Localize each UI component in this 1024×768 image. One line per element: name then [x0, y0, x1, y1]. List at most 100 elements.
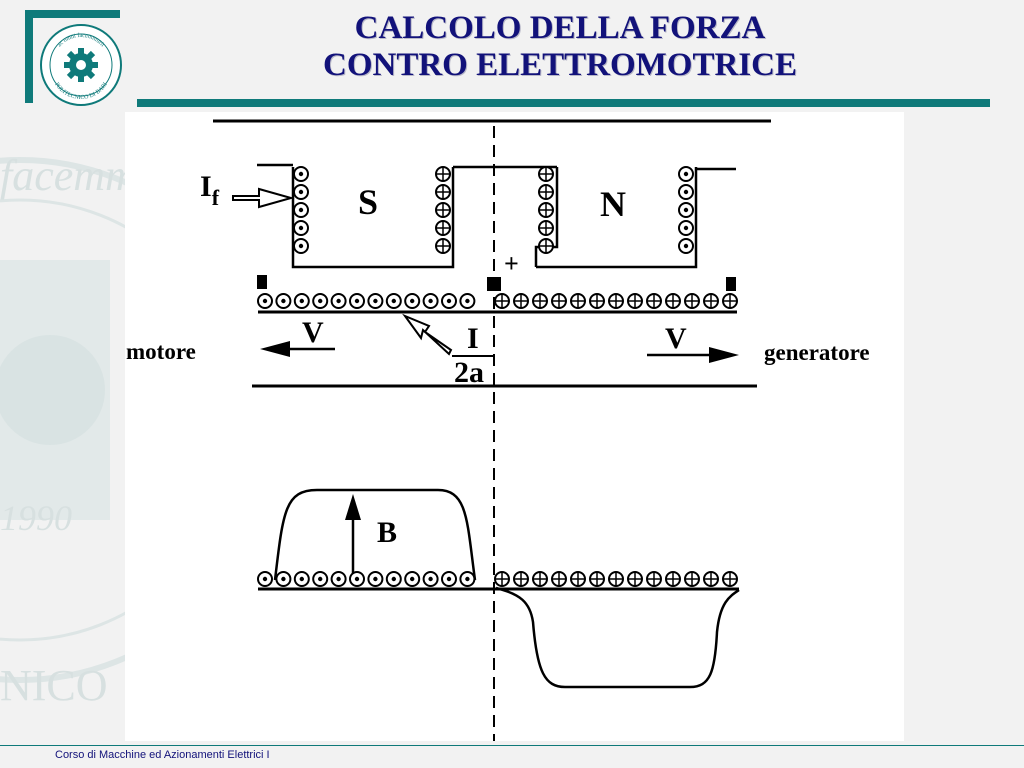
- conductor-cross-icon: [665, 293, 681, 309]
- conductor-dot-icon: [330, 293, 347, 309]
- armature-bottom-row: [257, 571, 738, 587]
- conductor-dot-icon: [293, 293, 310, 309]
- conductor-dot-icon: [385, 293, 402, 309]
- conductor-cross-icon: [532, 293, 548, 309]
- plus-sign-label: +: [504, 249, 519, 278]
- current-denominator: 2a: [454, 356, 484, 389]
- current-numerator: I: [467, 322, 479, 355]
- field-current-arrow: [232, 187, 295, 209]
- conductor-cross-icon: [722, 293, 738, 309]
- conductor-dot-icon: [404, 293, 421, 309]
- field-current-label: If: [200, 170, 220, 210]
- conductor-cross-icon: [435, 220, 451, 236]
- watermark-year: 1990: [0, 498, 72, 538]
- conductor-dot-icon: [293, 202, 309, 218]
- armature-top-row: [257, 293, 738, 309]
- conductor-cross-icon: [435, 202, 451, 218]
- conductor-dot-icon: [422, 571, 439, 587]
- coil-right-inner: [538, 166, 554, 254]
- conductor-dot-icon: [678, 238, 694, 254]
- conductor-dot-icon: [293, 238, 309, 254]
- conductor-dot-icon: [367, 571, 384, 587]
- current-pointer-arrow: [402, 313, 453, 356]
- conductor-cross-icon: [646, 571, 662, 587]
- velocity-arrow-right: [647, 347, 739, 363]
- conductor-cross-icon: [435, 238, 451, 254]
- conductor-dot-icon: [275, 571, 292, 587]
- brush-right: [726, 277, 736, 291]
- north-pole-label: N: [600, 184, 626, 224]
- conductor-dot-icon: [293, 184, 309, 200]
- conductor-dot-icon: [441, 293, 457, 309]
- conductor-dot-icon: [312, 571, 329, 587]
- conductor-dot-icon: [441, 571, 457, 587]
- velocity-label-left: V: [302, 316, 324, 349]
- gear-icon: [64, 48, 98, 82]
- brush-left: [257, 275, 267, 289]
- conductor-dot-icon: [312, 293, 329, 309]
- conductor-cross-icon: [551, 571, 567, 587]
- conductor-cross-icon: [494, 571, 510, 587]
- conductor-cross-icon: [435, 184, 451, 200]
- flux-density-curve: [273, 488, 740, 689]
- conductor-cross-icon: [532, 571, 548, 587]
- conductor-dot-icon: [678, 166, 694, 182]
- conductor-cross-icon: [703, 571, 719, 587]
- watermark-text: facemm: [0, 151, 130, 200]
- conductor-cross-icon: [538, 166, 554, 182]
- frame-vertical-bar: [25, 10, 33, 103]
- conductor-cross-icon: [608, 571, 624, 587]
- brush-center: [487, 277, 501, 291]
- conductor-cross-icon: [646, 293, 662, 309]
- conductor-cross-icon: [589, 571, 605, 587]
- conductor-dot-icon: [367, 293, 384, 309]
- conductor-cross-icon: [494, 293, 510, 309]
- conductor-cross-icon: [627, 293, 643, 309]
- conductor-dot-icon: [422, 293, 439, 309]
- mode-label-motore: motore: [126, 339, 196, 364]
- conductor-dot-icon: [257, 571, 273, 587]
- conductor-dot-icon: [678, 202, 694, 218]
- conductor-dot-icon: [293, 571, 310, 587]
- conductor-cross-icon: [570, 293, 586, 309]
- emf-diagram: If S N + I 2a V motore V generatore: [125, 112, 904, 741]
- coil-left-inner: [435, 166, 451, 254]
- frame-horizontal-bar: [25, 10, 120, 18]
- conductor-dot-icon: [293, 220, 309, 236]
- conductor-cross-icon: [722, 571, 738, 587]
- conductor-dot-icon: [330, 571, 347, 587]
- conductor-dot-icon: [385, 571, 402, 587]
- coil-left-outer: [293, 166, 309, 254]
- conductor-dot-icon: [257, 293, 273, 309]
- conductor-cross-icon: [538, 202, 554, 218]
- conductor-dot-icon: [349, 293, 365, 309]
- conductor-dot-icon: [678, 184, 694, 200]
- conductor-cross-icon: [665, 571, 681, 587]
- conductor-cross-icon: [513, 293, 529, 309]
- footer-line: [0, 745, 1024, 746]
- conductor-cross-icon: [589, 293, 605, 309]
- conductor-cross-icon: [627, 571, 643, 587]
- conductor-dot-icon: [275, 293, 292, 309]
- mode-label-generatore: generatore: [764, 340, 870, 365]
- conductor-cross-icon: [513, 571, 529, 587]
- south-pole-label: S: [358, 182, 378, 222]
- page-title: CALCOLO DELLA FORZA CONTRO ELETTROMOTRIC…: [240, 10, 880, 84]
- conductor-dot-icon: [349, 571, 365, 587]
- conductor-cross-icon: [538, 184, 554, 200]
- conductor-cross-icon: [538, 238, 554, 254]
- velocity-label-right: V: [665, 322, 687, 355]
- conductor-cross-icon: [538, 220, 554, 236]
- flux-density-label: B: [377, 516, 397, 549]
- coil-right-outer: [678, 166, 694, 254]
- conductor-cross-icon: [703, 293, 719, 309]
- velocity-arrow-left: [260, 341, 335, 357]
- conductor-cross-icon: [608, 293, 624, 309]
- conductor-cross-icon: [684, 293, 700, 309]
- title-line-2: CONTRO ELETTROMOTRICE: [323, 47, 797, 83]
- pole-core: [257, 163, 736, 269]
- watermark-bottom: NICO: [0, 661, 108, 710]
- conductor-dot-icon: [404, 571, 421, 587]
- conductor-cross-icon: [684, 571, 700, 587]
